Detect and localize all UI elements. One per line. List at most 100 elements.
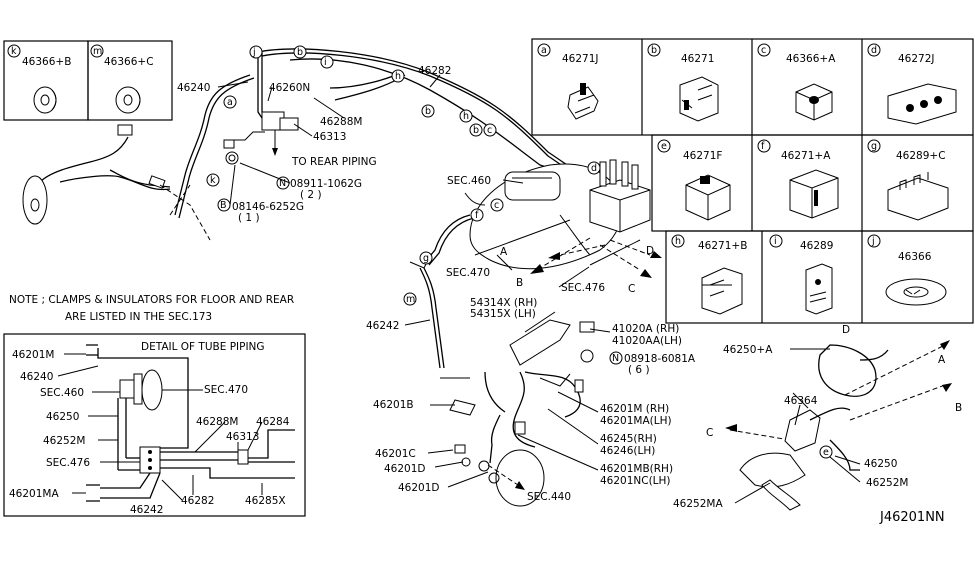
- svg-text:SEC.470: SEC.470: [204, 384, 248, 396]
- inset-cell-h: h 46271+B: [671, 234, 747, 315]
- svg-text:a: a: [227, 97, 233, 108]
- svg-text:( 2 ): ( 2 ): [300, 189, 322, 201]
- svg-text:46272J: 46272J: [898, 53, 935, 65]
- svg-text:SEC.460: SEC.460: [447, 175, 491, 187]
- svg-text:b: b: [425, 106, 431, 117]
- svg-text:46271+B: 46271+B: [698, 240, 747, 252]
- inset-cell-c: c 46366+A: [757, 43, 836, 121]
- svg-text:46240: 46240: [20, 371, 53, 383]
- svg-text:ARE LISTED IN THE SEC.173: ARE LISTED IN THE SEC.173: [65, 311, 212, 323]
- svg-text:46366+A: 46366+A: [786, 53, 836, 65]
- svg-text:A: A: [500, 246, 508, 258]
- inset-cell-a: a 46271J: [537, 43, 599, 120]
- svg-text:SEC.470: SEC.470: [446, 267, 490, 279]
- detail-tube-piping-box: DETAIL OF TUBE PIPING: [3, 333, 306, 517]
- diagram-id: J46201NN: [879, 510, 945, 525]
- svg-text:SEC.440: SEC.440: [527, 491, 571, 503]
- svg-text:N: N: [279, 178, 286, 189]
- svg-text:46245(RH): 46245(RH): [600, 433, 657, 445]
- svg-text:46201M (RH): 46201M (RH): [600, 403, 669, 415]
- bolt-icon: [579, 321, 595, 333]
- svg-text:( 6 ): ( 6 ): [628, 364, 650, 376]
- inset-cell-j: j 46366: [867, 234, 947, 306]
- inset-cell-i: i 46289: [769, 234, 833, 315]
- svg-text:46201D: 46201D: [384, 463, 426, 475]
- svg-text:46288M: 46288M: [196, 416, 238, 428]
- svg-text:k: k: [11, 46, 17, 57]
- svg-text:46288M: 46288M: [320, 116, 362, 128]
- svg-text:a: a: [541, 45, 547, 56]
- svg-text:46201D: 46201D: [398, 482, 440, 494]
- svg-text:NOTE ; CLAMPS & INSULATORS FOR: NOTE ; CLAMPS & INSULATORS FOR FLOOR AND…: [9, 294, 294, 306]
- svg-text:c: c: [487, 125, 492, 136]
- svg-text:b: b: [473, 125, 479, 136]
- svg-text:46282: 46282: [418, 65, 451, 77]
- inset-grid: [531, 38, 974, 324]
- svg-text:46285X: 46285X: [245, 495, 286, 507]
- grommet-icon: [33, 86, 57, 114]
- svg-text:46201B: 46201B: [373, 399, 414, 411]
- bolt-icon: [223, 139, 239, 165]
- front-brake-hose-assembly: [440, 319, 595, 507]
- junction-block: [261, 111, 299, 156]
- svg-text:46242: 46242: [366, 320, 399, 332]
- direction-arrows: [474, 219, 662, 278]
- svg-text:h: h: [675, 236, 681, 247]
- bolt-icon: [454, 444, 466, 454]
- svg-text:46242: 46242: [130, 504, 163, 516]
- pipe-46242: [409, 255, 445, 369]
- svg-text:46252M: 46252M: [866, 477, 908, 489]
- clip-block-icon: [887, 177, 949, 221]
- svg-text:i: i: [324, 57, 327, 68]
- leader-lines: [217, 74, 861, 504]
- inset-box-k: k 46366+B: [3, 40, 89, 121]
- inset-cell-e: e 46271F: [657, 139, 731, 221]
- svg-text:b: b: [651, 45, 657, 56]
- part-label-46366-b: 46366+B: [22, 56, 71, 68]
- svg-text:46271: 46271: [681, 53, 714, 65]
- svg-text:46250: 46250: [46, 411, 79, 423]
- svg-text:46250: 46250: [864, 458, 897, 470]
- svg-text:46201MA: 46201MA: [9, 488, 59, 500]
- svg-text:46289: 46289: [800, 240, 833, 252]
- detail-title: DETAIL OF TUBE PIPING: [141, 341, 265, 353]
- note-text: NOTE ; CLAMPS & INSULATORS FOR FLOOR AND…: [9, 294, 294, 323]
- svg-text:i: i: [774, 236, 777, 247]
- svg-text:C: C: [706, 427, 713, 439]
- master-cylinder-reservoir: [504, 171, 561, 201]
- svg-text:41020A (RH): 41020A (RH): [612, 323, 679, 335]
- svg-text:D: D: [646, 245, 654, 257]
- grommet-icon: [115, 86, 141, 114]
- inset-box-m: m 46366+C: [87, 40, 173, 121]
- svg-text:c: c: [494, 200, 499, 211]
- grommet-icon: [885, 278, 947, 306]
- svg-text:f: f: [761, 141, 765, 152]
- svg-text:46366: 46366: [898, 251, 932, 263]
- svg-text:A: A: [938, 354, 946, 366]
- clip-icon: [449, 399, 476, 416]
- svg-text:k: k: [210, 175, 216, 186]
- svg-text:SEC.476: SEC.476: [561, 282, 605, 294]
- svg-text:46252M: 46252M: [43, 435, 85, 447]
- clip-icon: [567, 86, 599, 120]
- svg-text:46201NC(LH): 46201NC(LH): [600, 475, 671, 487]
- svg-text:j: j: [252, 47, 256, 58]
- svg-text:46271+A: 46271+A: [781, 150, 831, 162]
- inset-cell-f: f 46271+A: [757, 139, 839, 219]
- svg-text:b: b: [297, 47, 303, 58]
- svg-text:46201M: 46201M: [12, 349, 54, 361]
- svg-text:08918-6081A: 08918-6081A: [624, 353, 696, 365]
- svg-text:( 1 ): ( 1 ): [238, 212, 260, 224]
- callouts: 46240 46260N 46288M 46313 46282 TO REAR …: [177, 65, 962, 510]
- inset-cell-b: b 46271: [647, 43, 719, 122]
- rear-hose-assembly: [725, 340, 952, 511]
- svg-text:46201MA(LH): 46201MA(LH): [600, 415, 672, 427]
- svg-text:h: h: [463, 111, 469, 122]
- svg-text:46252MA: 46252MA: [673, 498, 723, 510]
- svg-text:SEC.476: SEC.476: [46, 457, 90, 469]
- svg-text:g: g: [871, 141, 877, 152]
- svg-text:46250+A: 46250+A: [723, 344, 773, 356]
- svg-text:46313: 46313: [226, 431, 259, 443]
- svg-text:j: j: [871, 236, 875, 247]
- svg-text:m: m: [406, 294, 415, 305]
